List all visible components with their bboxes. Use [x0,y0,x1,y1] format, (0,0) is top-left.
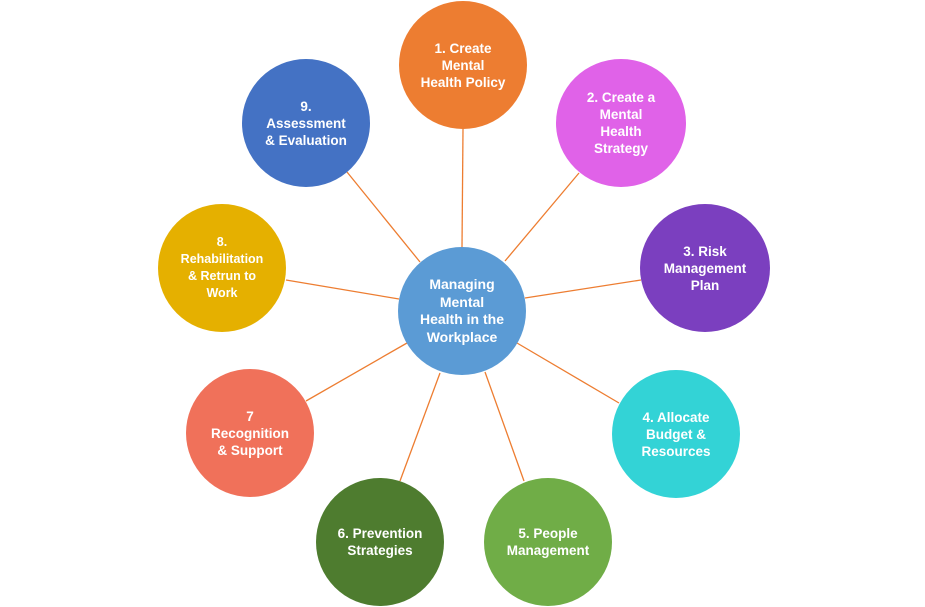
hub-label: Managing Mental Health in the Workplace [419,276,504,345]
node-assessment-evaluation: 9. Assessment & Evaluation [242,59,370,187]
node-label: 9. Assessment & Evaluation [265,98,347,148]
node-create-strategy: 2. Create a Mental Health Strategy [556,59,686,187]
node-rehabilitation: 8. Rehabilitation & Retrun to Work [158,204,286,332]
node-label: 6. Prevention Strategies [337,526,423,558]
connector-8 [285,279,400,300]
connector-9 [346,171,421,263]
node-label: 3. Risk Management Plan [663,243,747,293]
connector-3 [524,279,642,299]
connector-4 [516,342,620,404]
node-label: 1. Create Mental Health Policy [420,40,506,90]
connector-2 [504,172,580,262]
node-label: 5. People Management [506,526,590,558]
node-create-policy: 1. Create Mental Health Policy [399,1,527,129]
node-allocate-budget: 4. Allocate Budget & Resources [612,370,740,498]
node-label: 2. Create a Mental Health Strategy [586,90,656,156]
node-label: 4. Allocate Budget & Resources [641,409,711,459]
connector-7 [305,342,408,402]
node-prevention-strategies: 6. Prevention Strategies [316,478,444,606]
connector-1 [461,128,464,248]
node-label: 8. Rehabilitation & Retrun to Work [180,235,264,300]
node-risk-management: 3. Risk Management Plan [640,204,770,332]
node-label: 7 Recognition & Support [211,408,289,458]
hub-node: Managing Mental Health in the Workplace [398,247,526,375]
connector-5 [484,371,525,482]
connector-6 [399,372,441,482]
node-people-management: 5. People Management [484,478,612,606]
node-recognition-support: 7 Recognition & Support [186,369,314,497]
